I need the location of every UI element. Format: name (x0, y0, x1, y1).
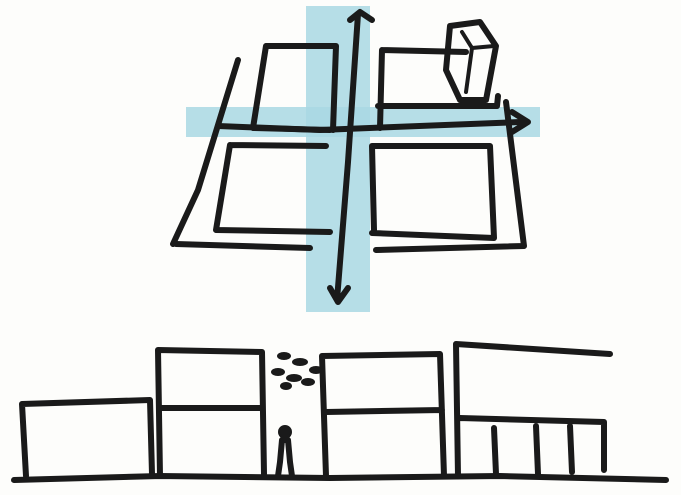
ground-line (14, 476, 666, 480)
elevation-view (14, 344, 666, 480)
elevation-right-columns (494, 426, 572, 474)
elevation-block-center (322, 354, 444, 476)
elevation-block-right (456, 344, 610, 476)
tree-cluster (272, 353, 322, 389)
plan-view (173, 6, 540, 312)
human-figure (278, 426, 292, 476)
plan-box-object (446, 22, 496, 100)
elevation-block-left-tall (158, 350, 264, 476)
circulation-axes (186, 6, 540, 312)
elevation-block-left-low (22, 400, 152, 476)
plan-room-bottom-right (372, 146, 494, 238)
